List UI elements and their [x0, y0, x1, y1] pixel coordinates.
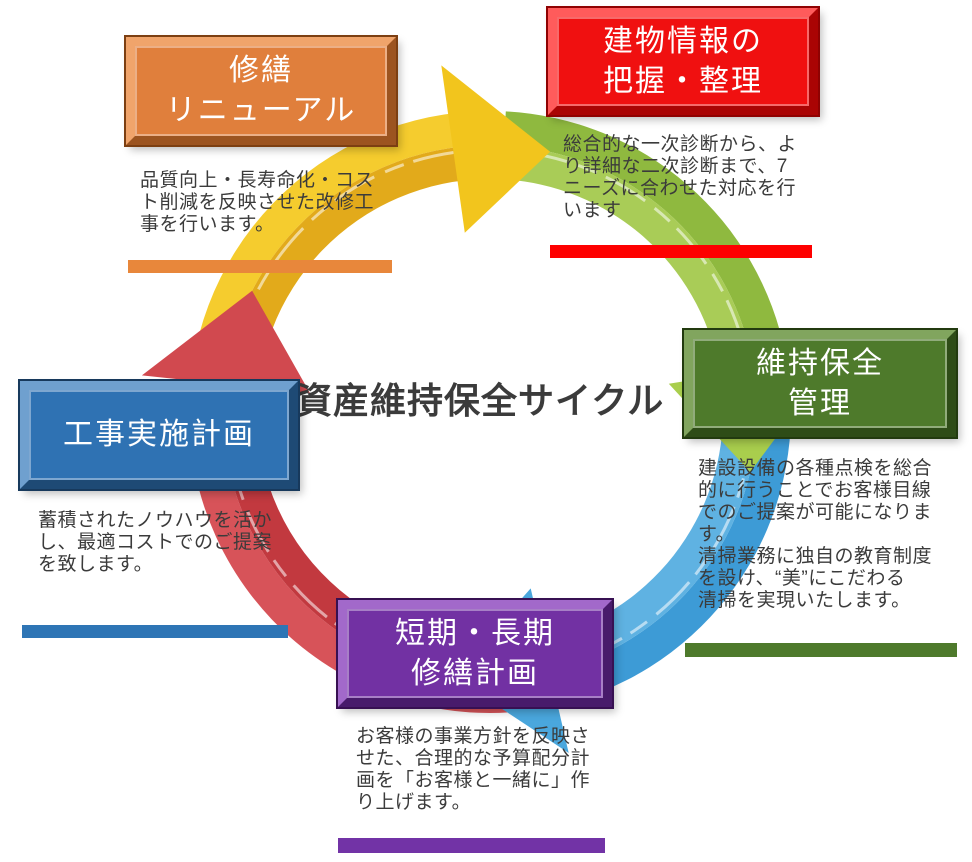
underline-bar-repair-renewal	[128, 260, 392, 273]
node-box-repair-plan: 短期・長期 修繕計画	[336, 598, 614, 709]
node-desc-maintenance-management: 建設設備の各種点検を総合 的に行うことでお客様目線 でのご提案が可能になりま す…	[698, 458, 933, 612]
red-arc-head	[141, 290, 310, 394]
node-box-construction-plan: 工事実施計画	[18, 379, 300, 491]
node-label-construction-plan: 工事実施計画	[63, 418, 255, 452]
node-label-building-info: 建物情報の 把握・整理	[603, 24, 763, 98]
node-box-repair-renewal: 修繕 リニューアル	[124, 35, 398, 147]
node-box-building-info: 建物情報の 把握・整理	[546, 6, 820, 117]
green-arc-highlight	[521, 150, 747, 354]
underline-bar-repair-plan	[338, 838, 605, 853]
yellow-arc-head	[441, 65, 551, 233]
underline-bar-maintenance-management	[685, 643, 957, 657]
diagram-title: 資産維持保全サイクル	[296, 380, 665, 421]
underline-bar-building-info	[550, 245, 812, 258]
yellow-arc-highlight	[226, 151, 454, 431]
node-box-maintenance-management: 維持保全 管理	[682, 328, 958, 439]
node-label-maintenance-management: 維持保全 管理	[756, 346, 884, 420]
node-label-repair-renewal: 修繕 リニューアル	[165, 54, 357, 127]
node-desc-construction-plan: 蓄積されたノウハウを活か し、最適コストでのご提案 を致します。	[38, 510, 273, 576]
underline-bar-construction-plan	[22, 625, 288, 638]
node-desc-building-info: 総合的な一次診断から、よ り詳細な二次診断まで、7 ニーズに合わせた対応を行 い…	[563, 134, 798, 222]
node-desc-repair-plan: お客様の事業方針を反映さ せた、合理的な予算配分計 画を「お客様と一緒に」作 り…	[356, 726, 591, 814]
node-label-repair-plan: 短期・長期 修繕計画	[395, 616, 555, 690]
node-desc-repair-renewal: 品質向上・長寿命化・コス ト削減を反映させた改修工 事を行います。	[140, 170, 375, 236]
